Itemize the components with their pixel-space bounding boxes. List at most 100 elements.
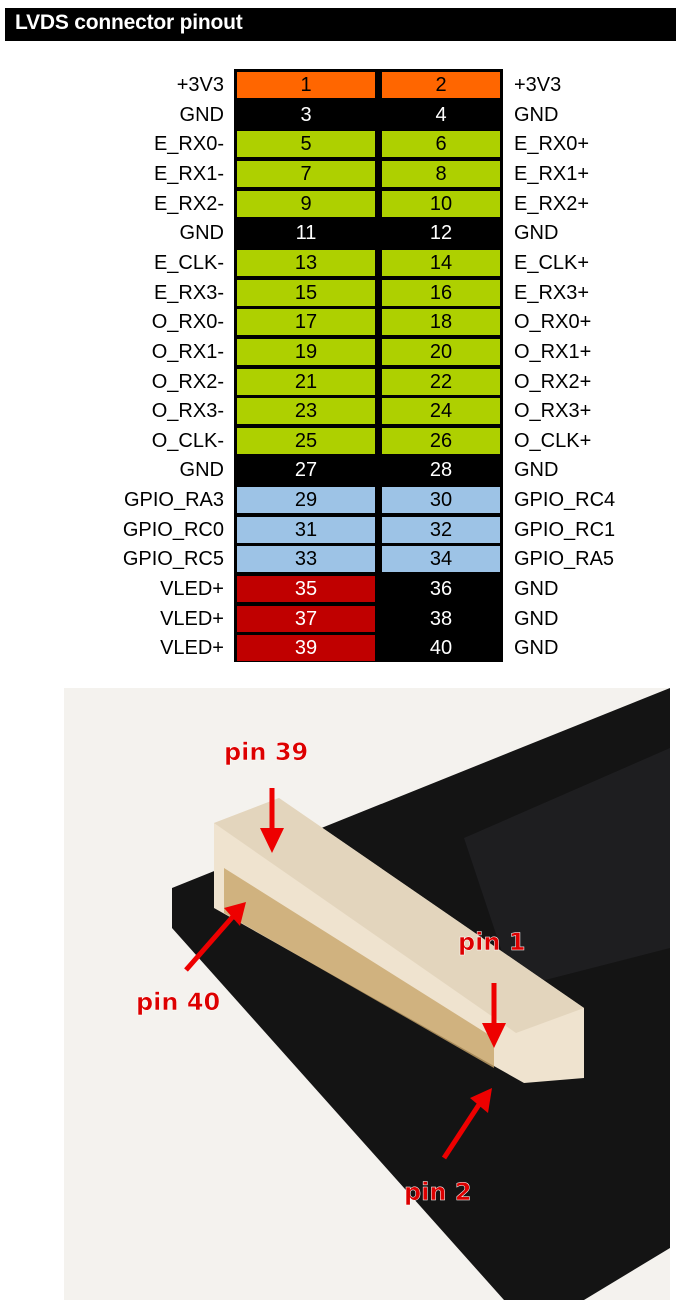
pin-number-even: 22 <box>382 368 500 395</box>
pin2-label: pin 2 <box>404 1178 472 1206</box>
pin-signal-left: O_CLK- <box>151 429 224 452</box>
pin-number-even: 32 <box>382 516 500 543</box>
pin-signal-right: O_RX2+ <box>514 370 592 393</box>
pin-signal-right: GND <box>514 222 559 245</box>
pin-row: VLED+ 37 38 GND <box>0 603 684 633</box>
pin-number-even: 6 <box>382 131 500 158</box>
pin-number-even: 12 <box>382 220 500 247</box>
pin-signal-left: GPIO_RA3 <box>123 489 224 512</box>
pin-signal-right: O_RX3+ <box>514 400 592 423</box>
pin-number-odd: 21 <box>237 368 375 395</box>
pin-signal-right: O_RX1+ <box>514 340 592 363</box>
pin-number-even: 14 <box>382 249 500 276</box>
pin-number-even: 26 <box>382 427 500 454</box>
connector-photo: pin 39 pin 40 pin 1 pin 2 <box>64 688 670 1300</box>
pin-signal-left: VLED+ <box>160 607 224 630</box>
pin-number-even: 10 <box>382 190 500 217</box>
section-title: LVDS connector pinout <box>15 11 243 34</box>
pin-signal-left: O_RX0- <box>151 311 224 334</box>
pin-signal-right: GPIO_RC1 <box>514 518 616 541</box>
pin-signal-right: O_RX0+ <box>514 311 592 334</box>
pin-row: GND 11 12 GND <box>0 217 684 247</box>
pin-number-odd: 13 <box>237 249 375 276</box>
pin-number-even: 28 <box>382 457 500 484</box>
pin-signal-right: GPIO_RA5 <box>514 548 615 571</box>
pin-signal-left: E_RX2- <box>153 192 224 215</box>
pin-signal-left: GPIO_RC0 <box>122 518 224 541</box>
pin-signal-right: GND <box>514 578 559 601</box>
pin-signal-left: E_RX1- <box>153 162 224 185</box>
pin-number-odd: 11 <box>237 220 375 247</box>
ic-chip <box>464 748 670 988</box>
pin39-arrow-icon <box>260 788 284 853</box>
pin-number-odd: 5 <box>237 131 375 158</box>
pin-signal-left: GPIO_RC5 <box>122 548 224 571</box>
pin-signal-left: E_RX3- <box>153 281 224 304</box>
pin-number-odd: 35 <box>237 576 375 603</box>
section-header: LVDS connector pinout <box>5 8 676 41</box>
pin-signal-right: GND <box>514 459 559 482</box>
pin-row: VLED+ 39 40 GND <box>0 632 684 662</box>
pin-number-even: 8 <box>382 160 500 187</box>
pin-signal-left: VLED+ <box>160 637 224 660</box>
pin-signal-left: +3V3 <box>176 74 224 96</box>
pin-number-even: 24 <box>382 398 500 425</box>
pin40-arrow-icon <box>184 902 246 972</box>
pin40-label: pin 40 <box>136 988 220 1016</box>
pin-row: GPIO_RC0 31 32 GPIO_RC1 <box>0 514 684 544</box>
pin-signal-right: GND <box>514 607 559 630</box>
pin-number-odd: 17 <box>237 309 375 336</box>
pin1-label: pin 1 <box>458 928 526 956</box>
pin-signal-right: E_RX2+ <box>514 192 590 215</box>
pin-number-even: 18 <box>382 309 500 336</box>
pin-signal-right: E_RX1+ <box>514 162 590 185</box>
connector-pins <box>224 868 494 1068</box>
pin-signal-left: O_RX1- <box>151 340 224 363</box>
pin-row: E_RX2- 9 10 E_RX2+ <box>0 188 684 218</box>
pin-number-odd: 37 <box>237 605 375 632</box>
pin-number-even: 20 <box>382 338 500 365</box>
pin-number-odd: 23 <box>237 398 375 425</box>
pin-number-odd: 9 <box>237 190 375 217</box>
pin-number-even: 40 <box>382 635 500 662</box>
pin-number-odd: 3 <box>237 101 375 128</box>
pin-signal-right: E_CLK+ <box>514 251 590 274</box>
pin-signal-right: E_RX3+ <box>514 281 590 304</box>
pin-signal-left: VLED+ <box>160 578 224 601</box>
pin-signal-left: GND <box>179 222 224 245</box>
pin1-arrow-icon <box>482 983 506 1048</box>
pin-number-even: 16 <box>382 279 500 306</box>
pin-signal-right: E_RX0+ <box>514 133 590 156</box>
pin2-arrow-icon <box>441 1088 492 1160</box>
pin-signal-right: O_CLK+ <box>514 429 592 452</box>
pin-signal-right: GND <box>514 103 559 126</box>
pin-signal-left: GND <box>179 103 224 126</box>
pin-number-odd: 31 <box>237 516 375 543</box>
pin-signal-left: O_RX3- <box>151 400 224 423</box>
pin-signal-right: GND <box>514 637 559 660</box>
pin-signal-left: GND <box>179 459 224 482</box>
pin-number-even: 36 <box>382 576 500 603</box>
pin-row: O_RX0- 17 18 O_RX0+ <box>0 306 684 336</box>
pin-row: O_RX3- 23 24 O_RX3+ <box>0 395 684 425</box>
pin-row: E_CLK- 13 14 E_CLK+ <box>0 247 684 277</box>
pin-number-even: 4 <box>382 101 500 128</box>
pin-number-odd: 25 <box>237 427 375 454</box>
pin-signal-right: +3V3 <box>514 74 562 96</box>
pin-number-even: 38 <box>382 605 500 632</box>
pin-signal-left: E_CLK- <box>153 251 224 274</box>
pin-row: O_CLK- 25 26 O_CLK+ <box>0 425 684 455</box>
pin-number-even: 34 <box>382 546 500 573</box>
pin-signal-left: E_RX0- <box>153 133 224 156</box>
pin-number-odd: 29 <box>237 487 375 514</box>
pin-number-odd: 39 <box>237 635 375 662</box>
